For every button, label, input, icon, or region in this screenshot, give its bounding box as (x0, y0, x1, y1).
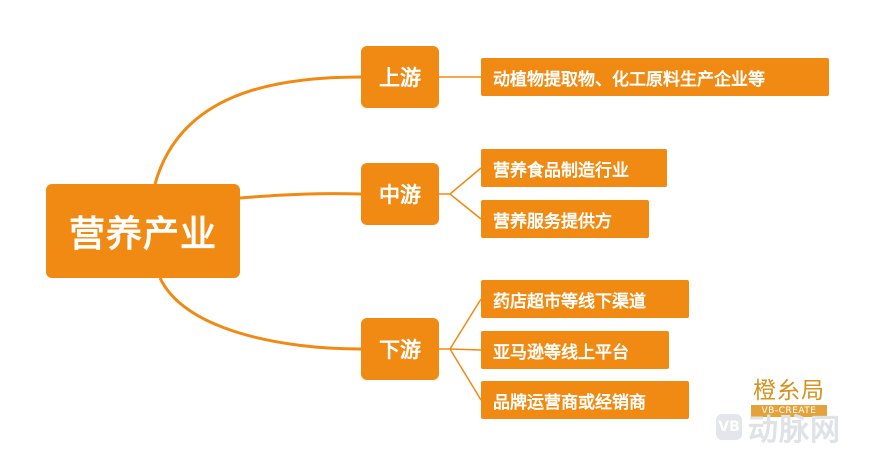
stage-node-downstream: 下游 (361, 318, 439, 380)
brand-logo-icon: VB (716, 414, 742, 440)
leaf-node-downstream-brand-distributors: 品牌运营商或经销商 (481, 381, 689, 419)
root-to-downstream-line (158, 277, 362, 351)
leaf-node-midstream-food-manufacturing: 营养食品制造行业 (481, 149, 667, 187)
root-to-upstream-line (153, 75, 362, 185)
watermark-brand-text: 动脉网 (748, 413, 841, 448)
stage-node-midstream: 中游 (361, 163, 439, 225)
watermark-logo: 橙糸局 VB-CREATE (749, 378, 829, 418)
stage-node-upstream: 上游 (361, 46, 439, 108)
leaf-node-midstream-service-providers: 营养服务提供方 (481, 200, 649, 238)
downstream-branch-line (439, 298, 482, 401)
leaf-node-upstream-raw-materials: 动植物提取物、化工原料生产企业等 (481, 58, 829, 96)
watermark-logo-text: 橙糸局 (753, 378, 825, 404)
leaf-node-downstream-offline-channels: 药店超市等线下渠道 (481, 280, 689, 318)
root-to-midstream-line (239, 192, 362, 200)
watermark-logo-subtitle: VB-CREATE (751, 405, 827, 417)
leaf-node-downstream-online-platforms: 亚马逊等线上平台 (481, 331, 669, 369)
midstream-branch-line (439, 167, 482, 220)
root-node: 营养产业 (46, 184, 240, 278)
watermark-brand: VB 动脉网 (716, 407, 866, 448)
